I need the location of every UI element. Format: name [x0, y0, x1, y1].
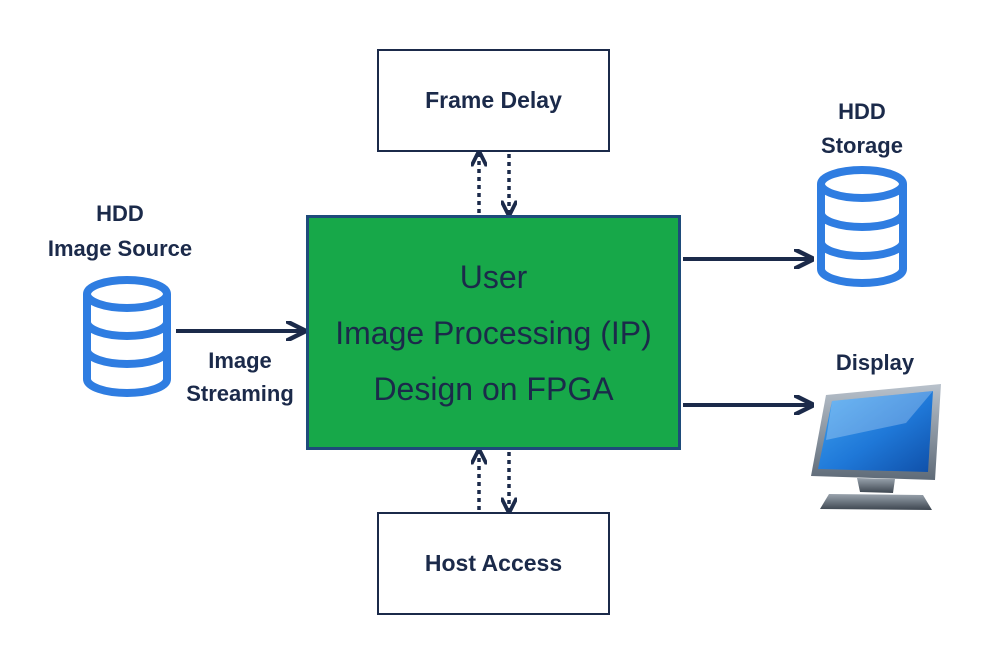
- source-title-line1: HDD: [96, 201, 144, 226]
- monitor-icon: [811, 384, 941, 510]
- host-access-label: Host Access: [424, 550, 563, 576]
- main-block-line1: User: [459, 258, 528, 295]
- stream-label-line2: Streaming: [186, 381, 294, 406]
- main-block-line3: Design on FPGA: [373, 370, 614, 407]
- database-icon: [817, 166, 907, 287]
- stream-label-line1: Image: [208, 348, 272, 373]
- fpga-design-block: User Image Processing (IP) Design on FPG…: [306, 215, 681, 450]
- frame-delay-label: Frame Delay: [425, 87, 562, 113]
- display-title: Display: [835, 350, 915, 375]
- source-title-line2: Image Source: [47, 236, 193, 261]
- host-access-box: Host Access: [377, 512, 610, 615]
- frame-delay-box: Frame Delay: [377, 49, 610, 152]
- storage-title-line2: Storage: [821, 133, 903, 158]
- storage-title-line1: HDD: [838, 99, 886, 124]
- main-block-line2: Image Processing (IP): [335, 314, 652, 351]
- database-icon: [83, 276, 171, 397]
